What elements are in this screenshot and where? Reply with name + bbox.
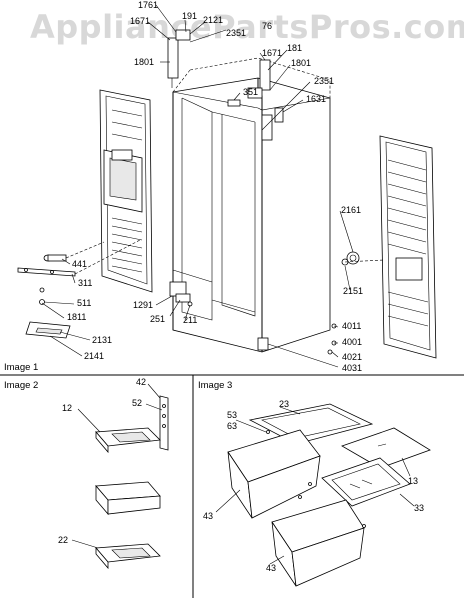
section-label-image2: Image 2 [4,380,39,391]
label-53: 53 [227,410,238,420]
label-1671-right: 1671 [262,48,283,58]
cabinet-assembly [172,57,331,353]
label-2161: 2161 [341,205,362,215]
label-1671-left: 1671 [130,16,151,26]
label-33: 33 [414,503,425,513]
watermark: AppliancePartsPros.com [30,8,464,46]
label-43-upper: 43 [203,511,214,521]
label-181: 181 [287,43,303,53]
label-4021: 4021 [342,352,363,362]
label-2121: 2121 [203,15,224,25]
label-23: 23 [279,399,290,409]
label-4011: 4011 [342,321,362,331]
label-63: 63 [227,421,238,431]
section-label-image3: Image 3 [198,380,233,391]
label-511: 511 [77,298,92,308]
top-hinge-left [167,29,191,88]
label-76: 76 [262,21,273,31]
top-hinge-right [247,59,273,141]
label-2151: 2151 [343,286,364,296]
section-label-image1: Image 1 [4,362,39,373]
label-311: 311 [78,278,93,288]
label-1631: 1631 [306,94,327,104]
label-42: 42 [136,377,147,387]
label-351: 351 [243,87,259,97]
label-12: 12 [62,403,73,413]
label-211: 211 [183,315,198,325]
label-1761: 1761 [138,0,159,10]
label-1291: 1291 [133,300,154,310]
label-1811: 1811 [67,312,87,322]
label-191: 191 [182,11,198,21]
small-parts [17,99,360,355]
label-1801-left: 1801 [134,57,155,67]
label-52: 52 [132,398,143,408]
image3-parts [215,403,431,587]
leader-lines-image1 [41,4,385,368]
label-43-lower: 43 [266,563,277,573]
label-4001: 4001 [342,337,363,347]
label-2141: 2141 [84,351,105,361]
label-2131: 2131 [92,335,113,345]
label-1801-right: 1801 [291,58,312,68]
label-2351-top: 2351 [226,28,247,38]
label-22: 22 [58,535,69,545]
label-13: 13 [408,476,419,486]
fresh-food-door [379,135,437,359]
label-441: 441 [72,259,88,269]
label-4031: 4031 [342,363,363,373]
freezer-door [99,89,153,293]
image2-parts [71,383,169,570]
label-251: 251 [150,314,166,324]
label-2351-right: 2351 [314,76,335,86]
